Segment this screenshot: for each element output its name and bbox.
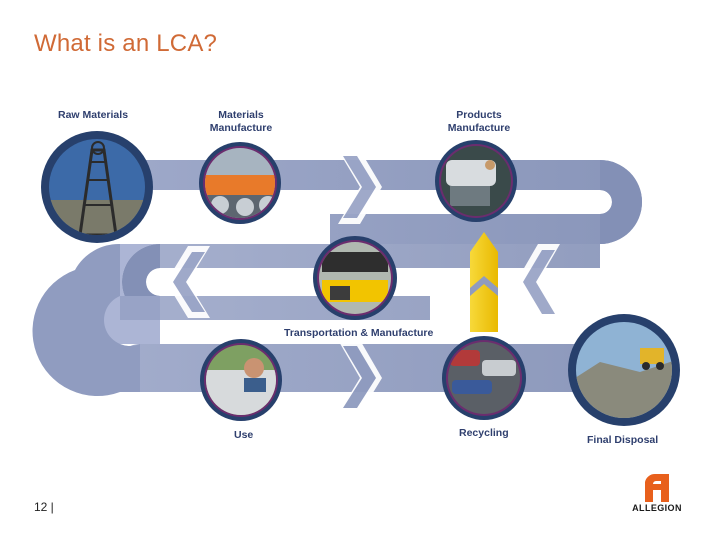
stage-label-line: Materials: [218, 109, 264, 121]
final-disposal-photo-icon: [568, 314, 680, 426]
raw-materials-photo-icon: [41, 131, 153, 243]
use-photo-icon: [200, 339, 282, 421]
stage-label-final-disposal: Final Disposal: [587, 434, 659, 446]
stage-label-products-manufacture: Products Manufacture: [444, 109, 514, 134]
slide-title: What is an LCA?: [34, 30, 218, 57]
stage-label-transportation: Transportation & Manufacture: [284, 327, 434, 339]
recycling-return-arrow: [470, 232, 498, 332]
allegion-logo: ALLEGION: [625, 472, 689, 516]
recycling-photo-icon: [442, 336, 526, 420]
flow-chevrons: [166, 150, 560, 414]
stage-label-raw-materials: Raw Materials: [58, 109, 129, 121]
stage-label-line: Manufacture: [447, 121, 511, 134]
transportation-photo-icon: [313, 236, 397, 320]
stage-label-line: Manufacture: [209, 121, 273, 134]
stage-label-materials-manufacture: Materials Manufacture: [206, 109, 276, 134]
materials-manufacture-photo-icon: [199, 142, 281, 224]
page-number: 12 |: [34, 500, 54, 514]
logo-text: ALLEGION: [632, 503, 682, 513]
stage-label-recycling: Recycling: [459, 427, 509, 439]
allegion-mark-icon: [645, 473, 669, 502]
products-manufacture-photo-icon: [435, 140, 517, 222]
stage-label-line: Products: [456, 109, 502, 121]
stage-label-use: Use: [234, 429, 254, 441]
